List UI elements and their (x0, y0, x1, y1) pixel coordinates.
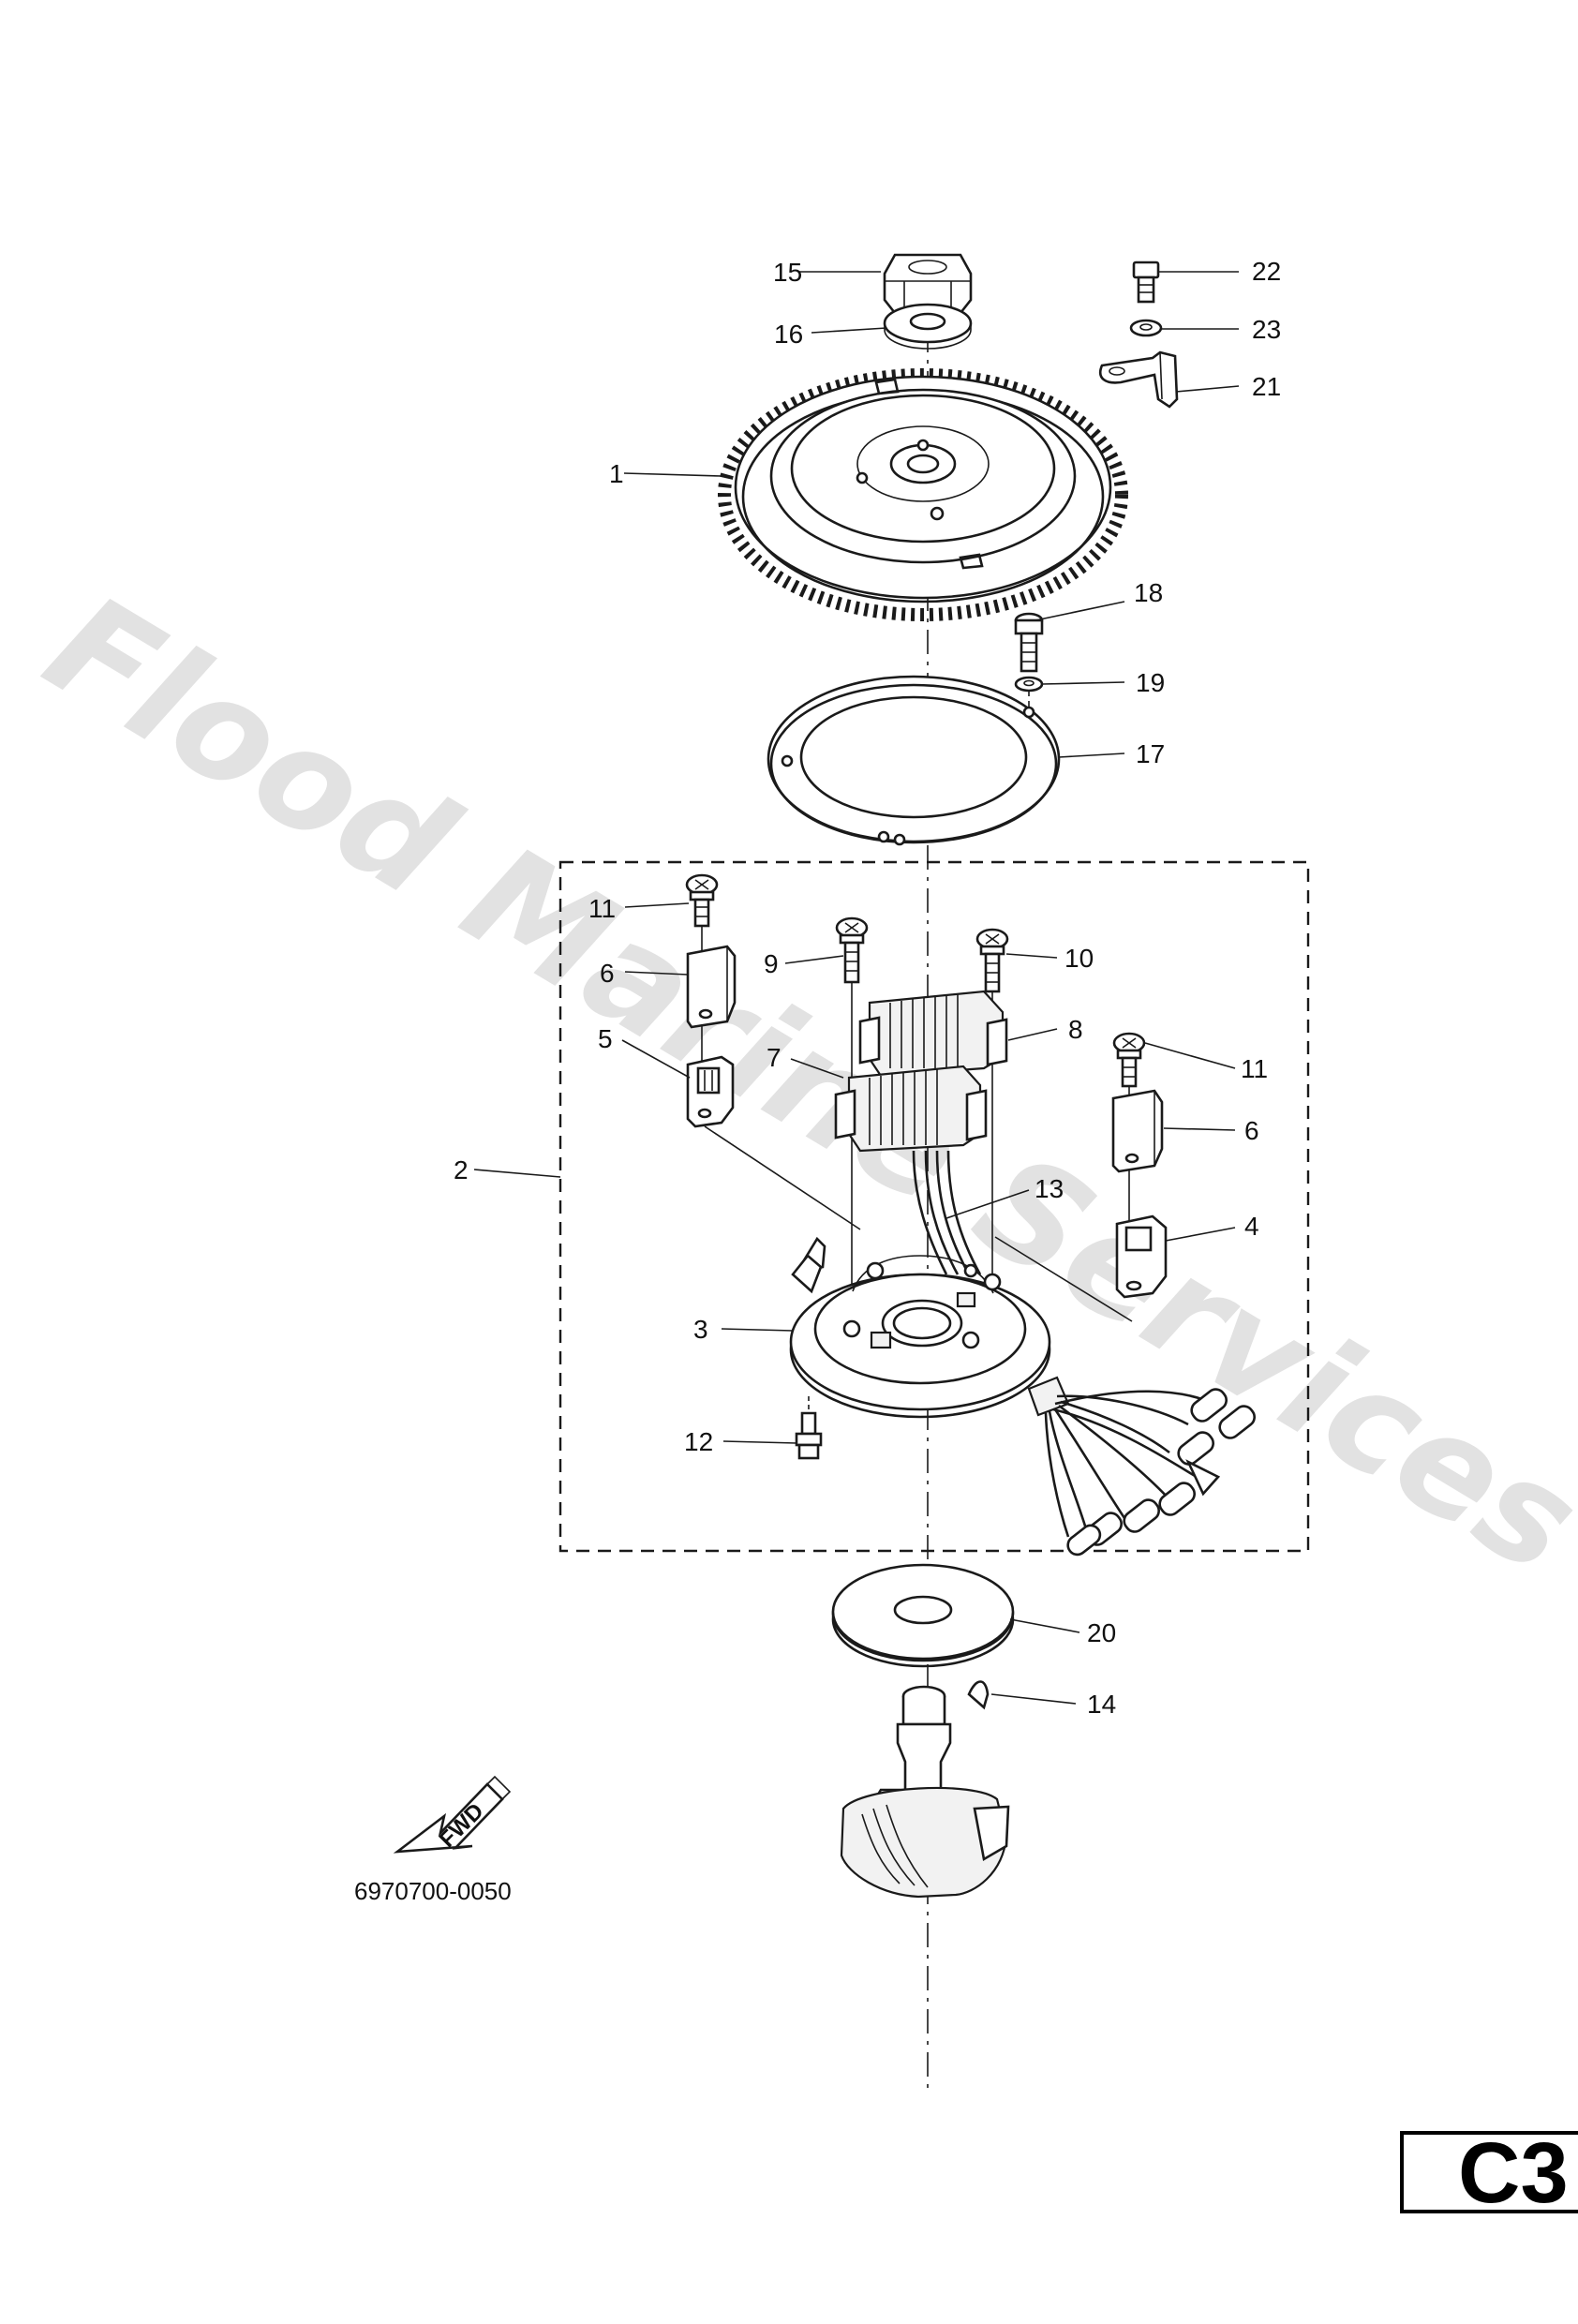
screw-10-part (975, 928, 1009, 993)
callout-6-left: 6 (600, 959, 615, 988)
callout-2: 2 (454, 1155, 469, 1184)
coil-8-part (858, 990, 1008, 1078)
screw-9-part (835, 916, 869, 984)
callout-8: 8 (1068, 1015, 1083, 1044)
cover-6-right-part (1111, 1089, 1164, 1173)
callout-20: 20 (1087, 1618, 1116, 1647)
bolt-22-part (1132, 261, 1160, 304)
cover-6-left-part (686, 945, 737, 1029)
callout-3: 3 (693, 1315, 708, 1344)
pulser-coil-4-part (1115, 1214, 1168, 1299)
bolt-12-part (795, 1396, 823, 1460)
stator-base-3-part (789, 1236, 1051, 1419)
callout-21: 21 (1252, 372, 1281, 401)
bracket-21-part (1099, 350, 1179, 409)
washer-part (883, 303, 973, 350)
callout-1: 1 (609, 459, 624, 488)
key-14-part (967, 1680, 990, 1710)
callout-23: 23 (1252, 315, 1281, 344)
washer-23-part (1129, 319, 1163, 337)
section-tag: C3 (1400, 2125, 1578, 2221)
callout-16: 16 (774, 320, 803, 349)
flywheel-part (718, 368, 1128, 621)
stator-assembly-box (558, 860, 1310, 1553)
callout-9: 9 (764, 949, 779, 978)
washer-19-part (1014, 676, 1044, 693)
callout-12: 12 (684, 1427, 713, 1456)
plate-ring-17-part (767, 675, 1061, 846)
section-tag-label: C3 (1458, 2125, 1569, 2221)
leader-4-to-base (994, 1236, 1133, 1322)
diagram-code: 6970700-0050 (354, 1877, 512, 1905)
callout-labels: 15 16 1 22 23 21 18 19 17 11 9 10 6 8 5 … (454, 257, 1281, 1719)
screw-11-right-part (1112, 1032, 1146, 1088)
coil-7-part (834, 1065, 988, 1153)
callout-11-left: 11 (588, 894, 616, 923)
bolt-18-part (1014, 612, 1044, 673)
plate-20-part (831, 1563, 1015, 1668)
callout-17: 17 (1136, 739, 1165, 768)
callout-14: 14 (1087, 1690, 1116, 1719)
callout-6-right: 6 (1244, 1116, 1259, 1145)
callout-11-right: 11 (1241, 1054, 1268, 1083)
callout-13: 13 (1035, 1174, 1064, 1203)
callout-7: 7 (767, 1043, 782, 1072)
callout-19: 19 (1136, 668, 1165, 697)
callout-18: 18 (1134, 578, 1163, 607)
cable-13-part (912, 1150, 982, 1275)
crankshaft-part (840, 1685, 1010, 1899)
callout-4: 4 (1244, 1212, 1259, 1241)
leader-5-to-base (704, 1125, 861, 1230)
leader-lines (473, 271, 1240, 1705)
wiring-harness-part (1027, 1376, 1256, 1557)
callout-22: 22 (1252, 257, 1281, 286)
callout-10: 10 (1064, 944, 1094, 973)
fwd-arrow-icon: FWD (393, 1775, 512, 1854)
callout-5: 5 (598, 1024, 613, 1053)
callout-15: 15 (773, 258, 802, 287)
pulser-coil-5-part (686, 1055, 735, 1128)
